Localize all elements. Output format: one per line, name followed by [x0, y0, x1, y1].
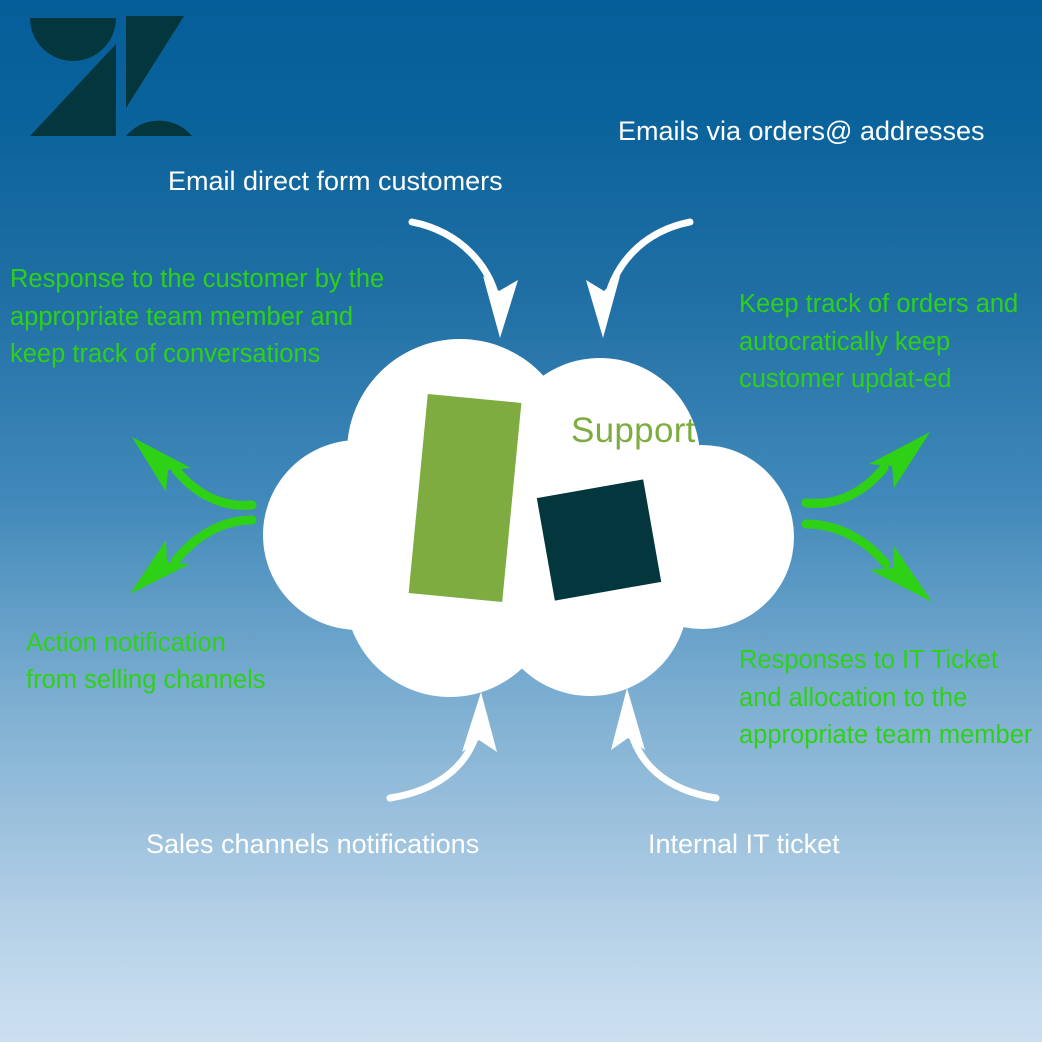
label-keep-track-of-orders: Keep track of orders and autocratically … [739, 290, 1019, 394]
label-response-to-customer: Response to the customer by the appropri… [10, 265, 385, 369]
label-action-notification: Action notification from selling channel… [26, 629, 266, 694]
zendesk-logo [30, 16, 192, 136]
label-responses-to-it-ticket: Responses to IT Ticket and allocation to… [739, 646, 1033, 750]
label-emails-orders: Emails via orders@ addresses [618, 116, 985, 146]
arrow-outbound-keep-track [801, 432, 930, 508]
arrow-inbound-emails-orders [586, 218, 694, 338]
teal-square-shape [536, 479, 662, 601]
arrow-outbound-responses-it [801, 519, 932, 602]
arrow-inbound-email-direct [408, 218, 518, 338]
label-sales-channels: Sales channels notifications [146, 829, 480, 859]
label-internal-it-ticket: Internal IT ticket [648, 829, 840, 859]
support-center-label: Support [571, 411, 696, 450]
label-email-direct: Email direct form customers [168, 166, 503, 196]
green-rectangle-shape [408, 393, 522, 603]
arrow-outbound-response-customer [132, 437, 257, 510]
arrow-outbound-action-notification [130, 515, 257, 594]
